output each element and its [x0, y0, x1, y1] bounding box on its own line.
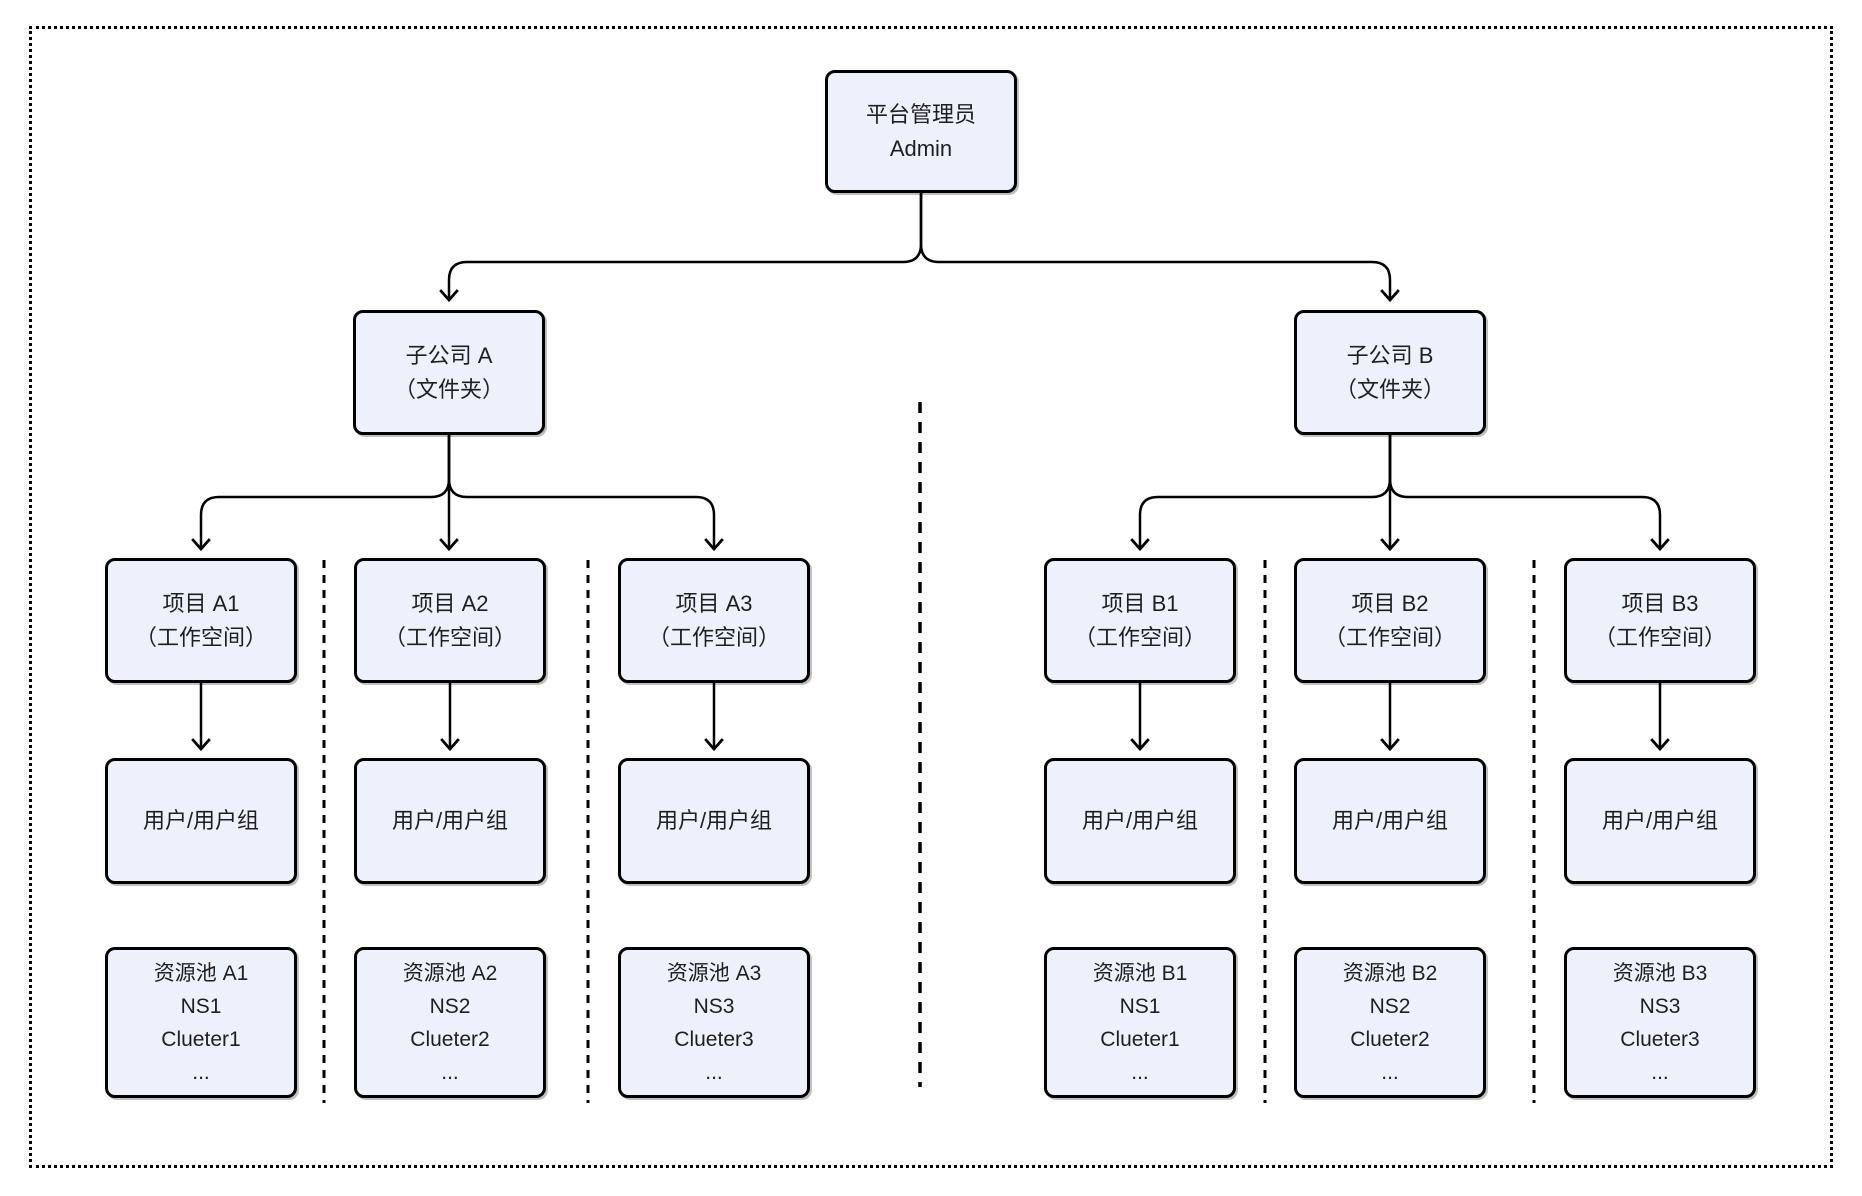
node-line: 子公司 B: [1346, 342, 1434, 368]
node-admin: 平台管理员 Admin: [825, 70, 1017, 193]
node-line: （文件夹）: [1334, 376, 1445, 402]
node-project-b1: 项目 B1 （工作空间）: [1044, 558, 1236, 683]
node-pool-b3: 资源池 B3 NS3 Clueter3 ...: [1564, 947, 1756, 1098]
node-line: NS2: [429, 994, 471, 1018]
node-users-b1: 用户/用户组: [1044, 758, 1236, 884]
node-line: 资源池 B1: [1092, 961, 1188, 985]
node-line: 用户/用户组: [655, 808, 773, 833]
node-users-a2: 用户/用户组: [354, 758, 546, 884]
node-line: 资源池 A1: [153, 961, 249, 985]
edge-subsidiary-b-project-b1: [1130, 435, 1392, 552]
node-line: 项目 A1: [162, 590, 240, 616]
node-line: NS2: [1369, 994, 1411, 1018]
node-line: Clueter1: [161, 1027, 241, 1051]
node-line: （工作空间）: [647, 624, 780, 650]
node-line: 资源池 A3: [666, 961, 762, 985]
edge-admin-subsidiary-a: [439, 193, 923, 303]
node-users-a1: 用户/用户组: [105, 758, 297, 884]
node-line: 项目 B1: [1101, 590, 1179, 616]
node-line: 项目 B2: [1351, 590, 1429, 616]
node-line: 资源池 B2: [1342, 961, 1438, 985]
node-pool-a3: 资源池 A3 NS3 Clueter3 ...: [618, 947, 810, 1098]
node-pool-a2: 资源池 A2 NS2 Clueter2 ...: [354, 947, 546, 1098]
node-project-b3: 项目 B3 （工作空间）: [1564, 558, 1756, 683]
node-pool-b2: 资源池 B2 NS2 Clueter2 ...: [1294, 947, 1486, 1098]
node-project-a2: 项目 A2 （工作空间）: [354, 558, 546, 683]
node-line: Clueter2: [1350, 1027, 1430, 1051]
node-line: （工作空间）: [1323, 624, 1456, 650]
node-line: Clueter2: [410, 1027, 490, 1051]
node-line: 用户/用户组: [1601, 808, 1719, 833]
node-line: NS3: [693, 994, 735, 1018]
node-line: ...: [441, 1060, 459, 1084]
node-pool-b1: 资源池 B1 NS1 Clueter1 ...: [1044, 947, 1236, 1098]
node-line: （工作空间）: [1593, 624, 1726, 650]
node-subsidiary-b: 子公司 B （文件夹）: [1294, 310, 1486, 435]
node-line: 子公司 A: [405, 342, 493, 368]
node-line: 项目 A3: [675, 590, 753, 616]
node-line: 用户/用户组: [142, 808, 260, 833]
node-line: 资源池 B3: [1612, 961, 1708, 985]
node-users-b2: 用户/用户组: [1294, 758, 1486, 884]
node-line: （工作空间）: [134, 624, 267, 650]
node-line: （工作空间）: [1073, 624, 1206, 650]
node-line: NS1: [180, 994, 222, 1018]
node-line: Admin: [889, 135, 953, 161]
node-line: ...: [1381, 1060, 1399, 1084]
edge-subsidiary-a-project-a3: [447, 435, 724, 552]
node-line: 平台管理员: [865, 101, 976, 127]
node-line: ...: [705, 1060, 723, 1084]
diagram-border: [29, 26, 1833, 1168]
node-line: ...: [192, 1060, 210, 1084]
node-line: 用户/用户组: [391, 808, 509, 833]
edge-admin-subsidiary-b: [919, 193, 1400, 303]
node-users-b3: 用户/用户组: [1564, 758, 1756, 884]
node-line: 项目 A2: [411, 590, 489, 616]
node-line: ...: [1131, 1060, 1149, 1084]
node-project-a1: 项目 A1 （工作空间）: [105, 558, 297, 683]
edge-subsidiary-a-project-a1: [191, 435, 451, 552]
node-line: 资源池 A2: [402, 961, 498, 985]
node-line: Clueter3: [1620, 1027, 1700, 1051]
node-project-b2: 项目 B2 （工作空间）: [1294, 558, 1486, 683]
node-project-a3: 项目 A3 （工作空间）: [618, 558, 810, 683]
node-line: （文件夹）: [393, 376, 504, 402]
node-line: ...: [1651, 1060, 1669, 1084]
node-line: NS3: [1639, 994, 1681, 1018]
node-line: Clueter3: [674, 1027, 754, 1051]
node-users-a3: 用户/用户组: [618, 758, 810, 884]
edge-subsidiary-b-project-b3: [1388, 435, 1670, 552]
node-line: NS1: [1119, 994, 1161, 1018]
node-subsidiary-a: 子公司 A （文件夹）: [353, 310, 545, 435]
node-line: 用户/用户组: [1081, 808, 1199, 833]
node-line: （工作空间）: [383, 624, 516, 650]
node-line: Clueter1: [1100, 1027, 1180, 1051]
node-line: 项目 B3: [1621, 590, 1699, 616]
node-pool-a1: 资源池 A1 NS1 Clueter1 ...: [105, 947, 297, 1098]
node-line: 用户/用户组: [1331, 808, 1449, 833]
